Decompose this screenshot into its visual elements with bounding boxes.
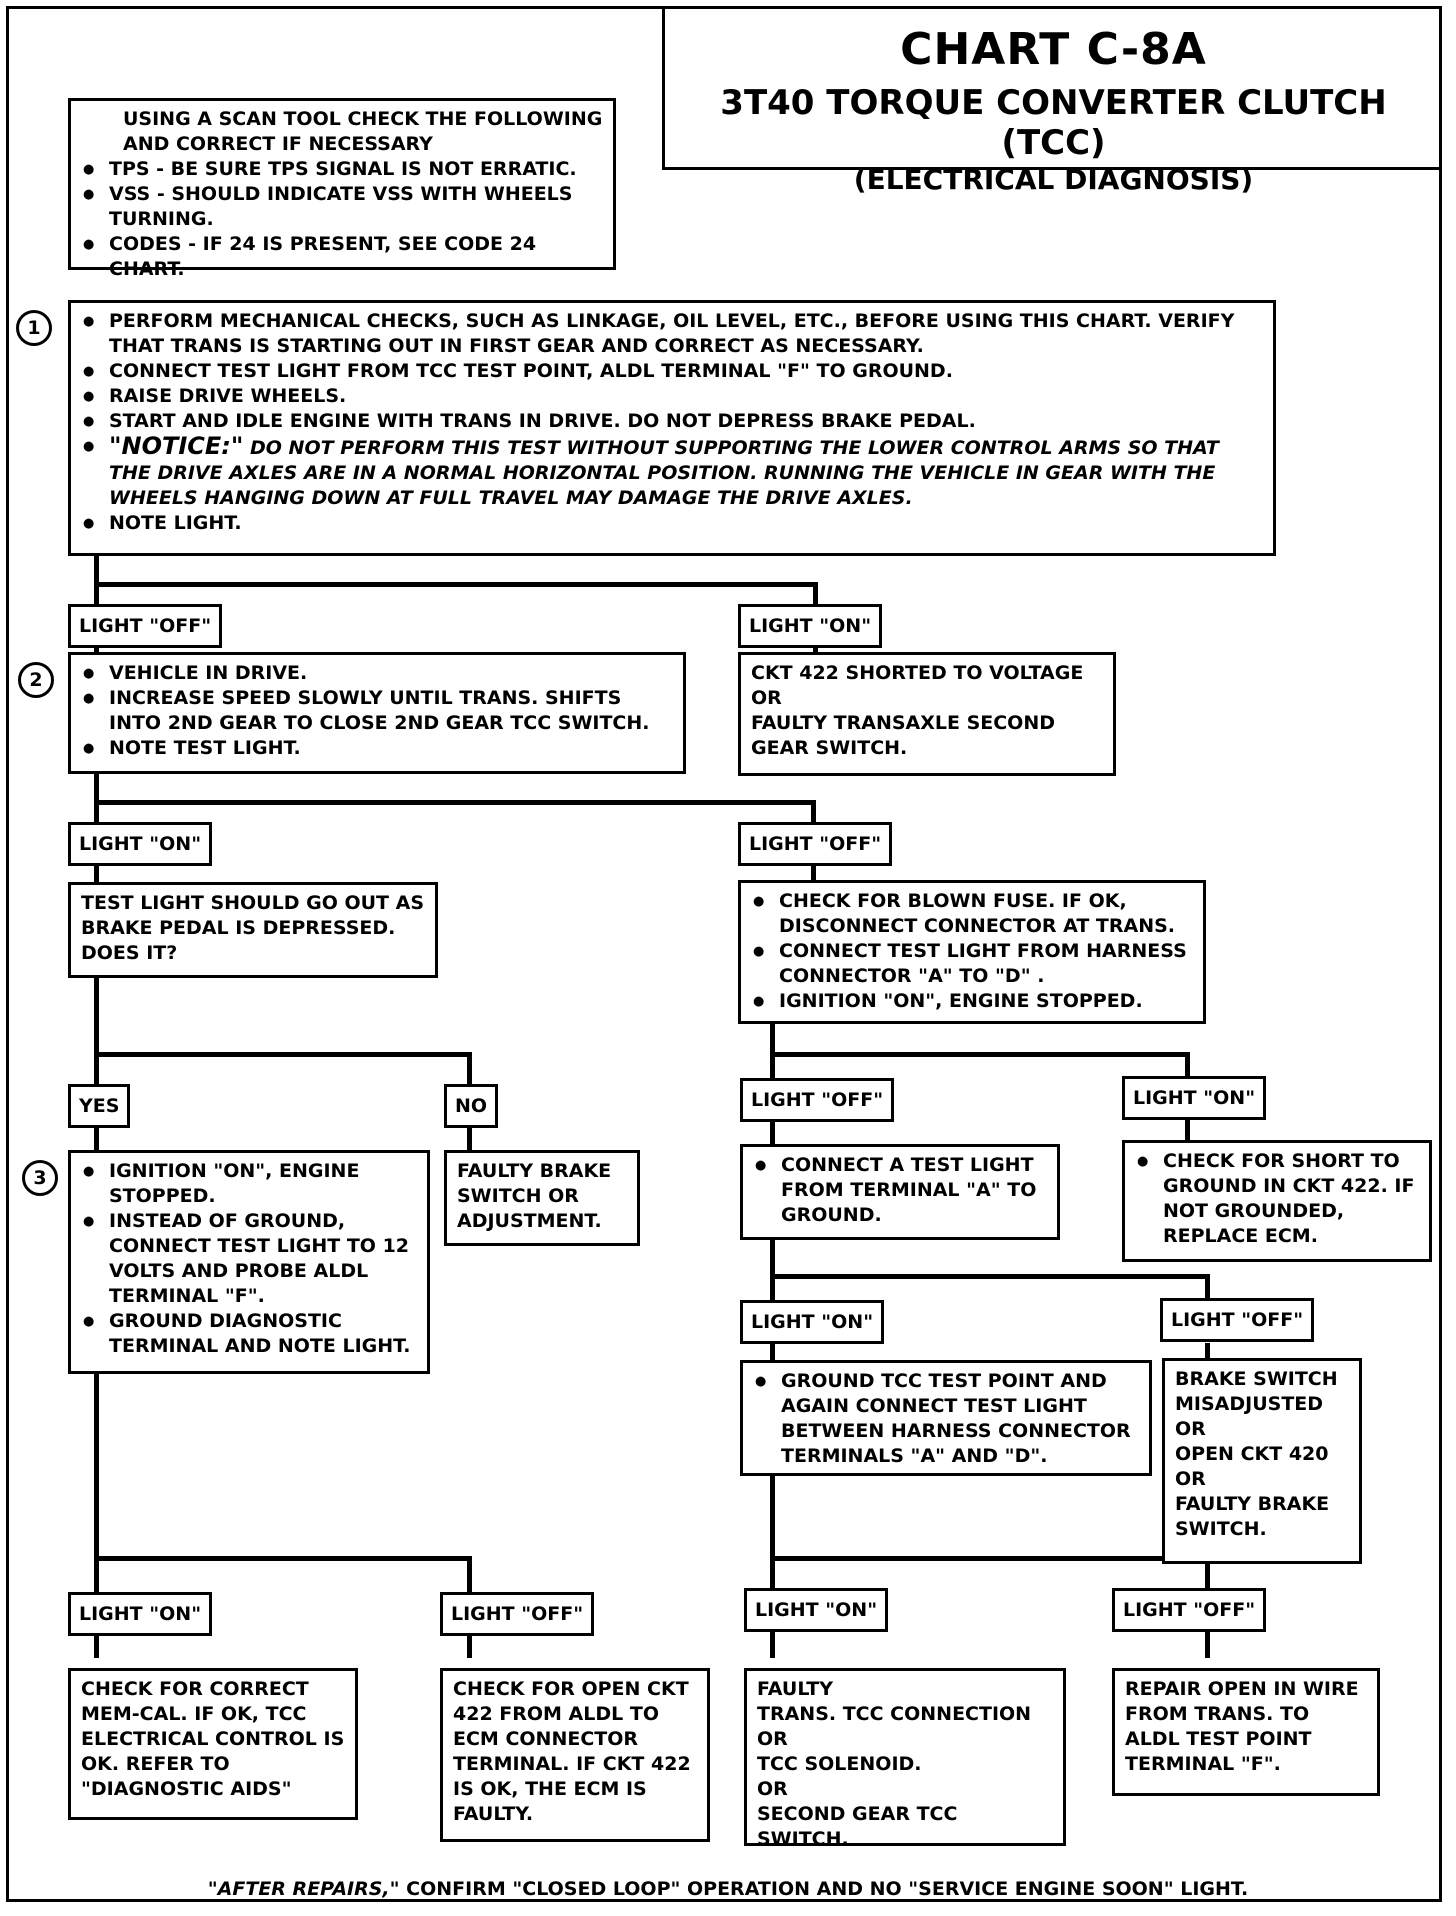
chart-subtitle-2: (ELECTRICAL DIAGNOSIS) bbox=[853, 163, 1254, 196]
step-marker-2: 2 bbox=[18, 662, 54, 698]
step1-item: PERFORM MECHANICAL CHECKS, SUCH AS LINKA… bbox=[83, 309, 1263, 359]
step1-item: RAISE DRIVE WHEELS. bbox=[83, 384, 1263, 409]
label-light-on: LIGHT "ON" bbox=[68, 1592, 213, 1636]
label-yes: YES bbox=[68, 1084, 131, 1128]
repair-open-result-box: REPAIR OPEN IN WIRE FROM TRANS. TO ALDL … bbox=[1112, 1668, 1380, 1796]
connect-test-light-item: CONNECT A TEST LIGHT FROM TERMINAL "A" T… bbox=[755, 1153, 1047, 1228]
intro-header: USING A SCAN TOOL CHECK THE FOLLOWING AN… bbox=[123, 108, 603, 155]
step1-box: PERFORM MECHANICAL CHECKS, SUCH AS LINKA… bbox=[68, 300, 1276, 556]
check-short-box: CHECK FOR SHORT TO GROUND IN CKT 422. IF… bbox=[1122, 1140, 1432, 1262]
intro-list: TPS - BE SURE TPS SIGNAL IS NOT ERRATIC.… bbox=[81, 157, 603, 282]
brake-misadjusted-box: BRAKE SWITCH MISADJUSTED OR OPEN CKT 420… bbox=[1162, 1358, 1362, 1564]
intro-box: USING A SCAN TOOL CHECK THE FOLLOWING AN… bbox=[68, 98, 616, 280]
label-light-off: LIGHT "OFF" bbox=[740, 1078, 895, 1122]
notice-heading: "NOTICE:" bbox=[109, 432, 244, 460]
blown-fuse-item: IGNITION "ON", ENGINE STOPPED. bbox=[753, 989, 1193, 1014]
ckt422-shorted-box: CKT 422 SHORTED TO VOLTAGE OR FAULTY TRA… bbox=[738, 652, 1116, 776]
step3-box: IGNITION "ON", ENGINE STOPPED. INSTEAD O… bbox=[68, 1150, 430, 1374]
footer-text: CONFIRM "CLOSED LOOP" OPERATION AND NO "… bbox=[399, 1878, 1249, 1900]
check-short-item: CHECK FOR SHORT TO GROUND IN CKT 422. IF… bbox=[1137, 1149, 1419, 1249]
open-ckt-result-box: CHECK FOR OPEN CKT 422 FROM ALDL TO ECM … bbox=[440, 1668, 710, 1842]
title-block: CHART C-8A 3T40 TORQUE CONVERTER CLUTCH … bbox=[662, 6, 1442, 196]
step2-item: VEHICLE IN DRIVE. bbox=[83, 661, 673, 686]
blown-fuse-item: CHECK FOR BLOWN FUSE. IF OK, DISCONNECT … bbox=[753, 889, 1193, 939]
step1-item: START AND IDLE ENGINE WITH TRANS IN DRIV… bbox=[83, 409, 1263, 434]
chart-title: CHART C-8A bbox=[900, 24, 1207, 75]
faulty-trans-result-box: FAULTY TRANS. TCC CONNECTION OR TCC SOLE… bbox=[744, 1668, 1066, 1850]
label-light-off: LIGHT "OFF" bbox=[1112, 1588, 1267, 1632]
label-light-off: LIGHT "OFF" bbox=[440, 1592, 595, 1636]
label-light-on: LIGHT "ON" bbox=[744, 1588, 889, 1632]
label-light-on: LIGHT "ON" bbox=[68, 822, 213, 866]
label-light-off: LIGHT "OFF" bbox=[738, 822, 893, 866]
step2-box: VEHICLE IN DRIVE. INCREASE SPEED SLOWLY … bbox=[68, 652, 686, 774]
connect-test-light-box: CONNECT A TEST LIGHT FROM TERMINAL "A" T… bbox=[740, 1144, 1060, 1240]
label-no: NO bbox=[444, 1084, 499, 1128]
blown-fuse-box: CHECK FOR BLOWN FUSE. IF OK, DISCONNECT … bbox=[738, 880, 1206, 1024]
step3-item: IGNITION "ON", ENGINE STOPPED. bbox=[83, 1159, 417, 1209]
memcal-result-box: CHECK FOR CORRECT MEM-CAL. IF OK, TCC EL… bbox=[68, 1668, 358, 1820]
step1-item: CONNECT TEST LIGHT FROM TCC TEST POINT, … bbox=[83, 359, 1263, 384]
ground-tcc-box: GROUND TCC TEST POINT AND AGAIN CONNECT … bbox=[740, 1360, 1152, 1476]
label-light-on: LIGHT "ON" bbox=[738, 604, 883, 648]
notice-text: DO NOT PERFORM THIS TEST WITHOUT SUPPORT… bbox=[109, 437, 1219, 509]
blown-fuse-item: CONNECT TEST LIGHT FROM HARNESS CONNECTO… bbox=[753, 939, 1193, 989]
label-light-off: LIGHT "OFF" bbox=[68, 604, 223, 648]
step1-notice: "NOTICE:" DO NOT PERFORM THIS TEST WITHO… bbox=[83, 432, 1263, 511]
ground-tcc-item: GROUND TCC TEST POINT AND AGAIN CONNECT … bbox=[755, 1369, 1139, 1469]
step2-item: NOTE TEST LIGHT. bbox=[83, 736, 673, 761]
step-marker-3: 3 bbox=[22, 1160, 58, 1196]
page-frame bbox=[6, 6, 1442, 1902]
intro-item: CODES - IF 24 IS PRESENT, SEE CODE 24 CH… bbox=[83, 232, 603, 282]
step3-item: GROUND DIAGNOSTIC TERMINAL AND NOTE LIGH… bbox=[83, 1309, 417, 1359]
label-light-on: LIGHT "ON" bbox=[1122, 1076, 1267, 1120]
chart-subtitle: 3T40 TORQUE CONVERTER CLUTCH (TCC) bbox=[720, 83, 1387, 163]
step1-item: NOTE LIGHT. bbox=[83, 511, 1263, 536]
footer-note: "AFTER REPAIRS," CONFIRM "CLOSED LOOP" O… bbox=[0, 1878, 1456, 1900]
label-light-off: LIGHT "OFF" bbox=[1160, 1298, 1315, 1342]
label-light-on: LIGHT "ON" bbox=[740, 1300, 885, 1344]
step2-item: INCREASE SPEED SLOWLY UNTIL TRANS. SHIFT… bbox=[83, 686, 673, 736]
step-marker-1: 1 bbox=[16, 310, 52, 346]
brake-question-box: TEST LIGHT SHOULD GO OUT AS BRAKE PEDAL … bbox=[68, 882, 438, 978]
faulty-brake-box: FAULTY BRAKE SWITCH OR ADJUSTMENT. bbox=[444, 1150, 640, 1246]
intro-item: TPS - BE SURE TPS SIGNAL IS NOT ERRATIC. bbox=[83, 157, 603, 182]
intro-item: VSS - SHOULD INDICATE VSS WITH WHEELS TU… bbox=[83, 182, 603, 232]
step3-item: INSTEAD OF GROUND, CONNECT TEST LIGHT TO… bbox=[83, 1209, 417, 1309]
footer-emphasis: "AFTER REPAIRS," bbox=[207, 1878, 400, 1900]
